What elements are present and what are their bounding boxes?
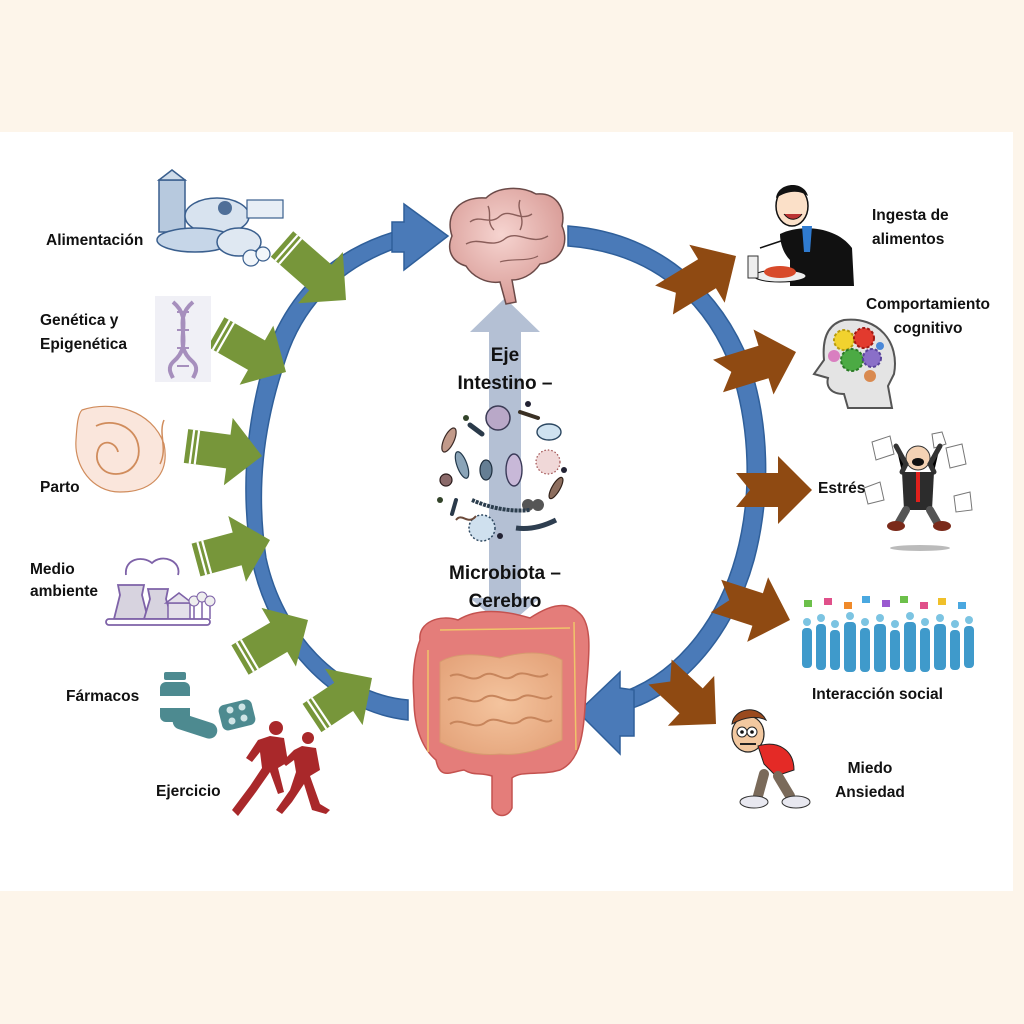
- label-genetica-line2: Epigenética: [40, 336, 127, 353]
- label-ingesta-line1: Ingesta de: [872, 207, 949, 224]
- output-arrow-estres: [736, 456, 812, 524]
- crowd-icon: [796, 594, 980, 684]
- input-arrow-alimentacion-stripe: [278, 237, 303, 265]
- label-medio-ambiente-line2: ambiente: [30, 583, 99, 600]
- input-arrow-genetica-stripe: [211, 319, 231, 351]
- input-arrow-parto: [183, 417, 262, 486]
- cycle-arrowhead-to-intestine: [576, 670, 635, 756]
- output-arrows: [648, 244, 812, 726]
- input-arrow-parto-stripe: [188, 429, 196, 464]
- label-ejercicio: Ejercicio: [156, 783, 221, 800]
- input-arrow-alimentacion-stripe: [274, 234, 299, 262]
- input-arrow-farmacos-stripe: [239, 639, 260, 670]
- head-gears-icon: [812, 318, 896, 409]
- brain-icon: [448, 187, 566, 305]
- pills-icon: [160, 672, 256, 739]
- microbiota-icon: [437, 401, 567, 542]
- stressed-man-icon: [863, 431, 973, 551]
- axis-label-cerebro: Cerebro: [468, 591, 542, 612]
- output-arrow-comportamiento: [713, 329, 796, 395]
- birth-icon: [75, 405, 166, 493]
- food-icon: [156, 169, 284, 267]
- label-genetica-line1: Genética y: [40, 312, 119, 329]
- input-arrow-medio-ambiente-stripe: [201, 540, 213, 574]
- label-comportamiento-line1: Comportamiento: [866, 296, 990, 313]
- eating-man-icon: [740, 176, 858, 288]
- label-interaccion-social: Interacción social: [812, 686, 943, 703]
- axis-label-intestino: Intestino –: [457, 373, 553, 394]
- input-arrow-ejercicio-stripe: [306, 699, 328, 730]
- input-arrow-parto-stripe: [193, 430, 201, 465]
- label-alimentacion: Alimentación: [46, 232, 144, 249]
- dna-icon: [155, 296, 211, 382]
- input-arrow-ejercicio: [302, 668, 372, 733]
- input-arrow-genetica: [207, 317, 286, 385]
- cycle-arrow-right: [567, 225, 767, 756]
- label-comportamiento-line2: cognitivo: [893, 320, 963, 337]
- output-arrow-interaccion: [710, 577, 790, 642]
- label-medio-ambiente-line1: Medio: [30, 561, 75, 578]
- input-arrow-alimentacion: [270, 231, 346, 304]
- label-ansiedad: Ansiedad: [835, 784, 905, 801]
- label-parto: Parto: [40, 479, 80, 496]
- axis-label-eje: Eje: [490, 345, 520, 366]
- factory-icon: [105, 557, 216, 626]
- input-arrow-farmacos-stripe: [235, 641, 255, 673]
- axis-label-microbiota: Microbiota –: [449, 563, 561, 584]
- input-arrow-medio-ambiente-stripe: [196, 541, 208, 576]
- output-arrow-ingesta: [655, 244, 736, 315]
- input-arrows: [183, 231, 372, 733]
- input-arrow-ejercicio-stripe: [310, 697, 332, 727]
- label-miedo: Miedo: [847, 760, 893, 777]
- cycle-arrowhead-to-brain: [391, 202, 450, 272]
- input-arrow-medio-ambiente: [191, 516, 270, 582]
- label-estres: Estrés: [818, 480, 866, 497]
- label-ingesta-line2: alimentos: [872, 231, 945, 248]
- scared-man-icon: [731, 709, 811, 809]
- axis-double-arrow: [470, 298, 540, 628]
- output-arrow-miedo: [648, 659, 716, 726]
- input-arrow-genetica-stripe: [216, 322, 235, 353]
- intestine-icon: [412, 604, 590, 817]
- runners-icon: [232, 721, 330, 816]
- label-farmacos: Fármacos: [66, 688, 140, 705]
